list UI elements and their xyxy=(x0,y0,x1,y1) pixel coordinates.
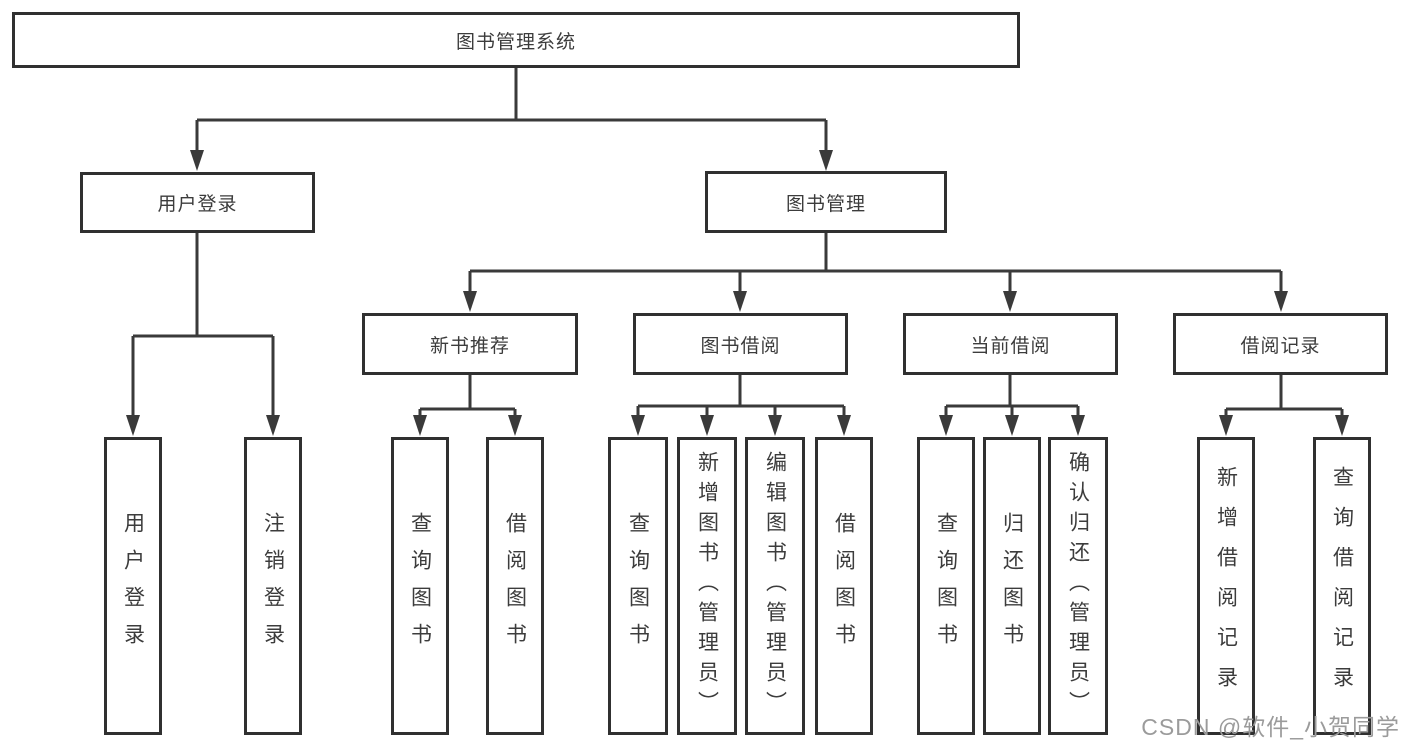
connector-root-to-level2 xyxy=(195,68,828,166)
arrowheads xyxy=(126,150,1349,436)
node-logout-action: 注销登录 xyxy=(244,437,302,735)
node-edit-books-admin: 编辑图书（管理员） xyxy=(745,437,805,735)
node-label: 当前借阅 xyxy=(970,335,1051,357)
node-book-borrowing: 图书借阅 xyxy=(633,313,848,375)
node-current-borrowing: 当前借阅 xyxy=(903,313,1118,375)
connector-borrow-records-branch xyxy=(1224,375,1344,432)
node-book-management: 图书管理 xyxy=(705,171,947,233)
node-label: 新增图书（管理员） xyxy=(695,451,719,721)
node-label: 图书管理 xyxy=(785,193,866,215)
node-add-borrow-record: 新增借阅记录 xyxy=(1197,437,1255,735)
node-user-login-action: 用户登录 xyxy=(104,437,162,735)
node-label: 查询借阅记录 xyxy=(1330,466,1354,706)
connector-book-management-branch xyxy=(468,233,1283,308)
node-add-books-admin: 新增图书（管理员） xyxy=(677,437,737,735)
node-label: 借阅记录 xyxy=(1240,335,1321,357)
node-label: 图书借阅 xyxy=(700,335,781,357)
node-user-login: 用户登录 xyxy=(80,172,315,233)
node-label: 查询图书 xyxy=(934,512,958,660)
csdn-watermark: CSDN @软件_小贺同学 xyxy=(1141,714,1400,740)
connector-new-book-branch xyxy=(418,375,517,432)
node-book-management-system: 图书管理系统 xyxy=(12,12,1020,68)
node-label: 确认归还（管理员） xyxy=(1066,451,1090,721)
node-label: 注销登录 xyxy=(261,512,285,660)
node-label: 图书管理系统 xyxy=(455,31,576,53)
node-label: 借阅图书 xyxy=(832,512,856,660)
node-return-books: 归还图书 xyxy=(983,437,1041,735)
node-query-borrow-record: 查询借阅记录 xyxy=(1313,437,1371,735)
node-query-books-recommend: 查询图书 xyxy=(391,437,449,735)
node-label: 新书推荐 xyxy=(429,335,510,357)
connector-user-login-branch xyxy=(131,233,275,432)
node-label: 新增借阅记录 xyxy=(1214,466,1238,706)
node-borrowing-records: 借阅记录 xyxy=(1173,313,1388,375)
node-label: 用户登录 xyxy=(157,194,238,215)
node-label: 编辑图书（管理员） xyxy=(763,451,787,721)
node-borrow-books-recommend: 借阅图书 xyxy=(486,437,544,735)
node-label: 归还图书 xyxy=(1000,512,1024,660)
node-label: 查询图书 xyxy=(626,512,650,660)
node-borrow-books-action: 借阅图书 xyxy=(815,437,873,735)
node-query-books-borrowing: 查询图书 xyxy=(608,437,668,735)
node-new-book-recommendation: 新书推荐 xyxy=(362,313,578,375)
node-label: 用户登录 xyxy=(121,512,145,660)
node-label: 查询图书 xyxy=(408,512,432,660)
connector-book-borrowing-branch xyxy=(636,375,846,432)
node-confirm-return-admin: 确认归还（管理员） xyxy=(1048,437,1108,735)
node-label: 借阅图书 xyxy=(503,512,527,660)
node-query-books-current: 查询图书 xyxy=(917,437,975,735)
